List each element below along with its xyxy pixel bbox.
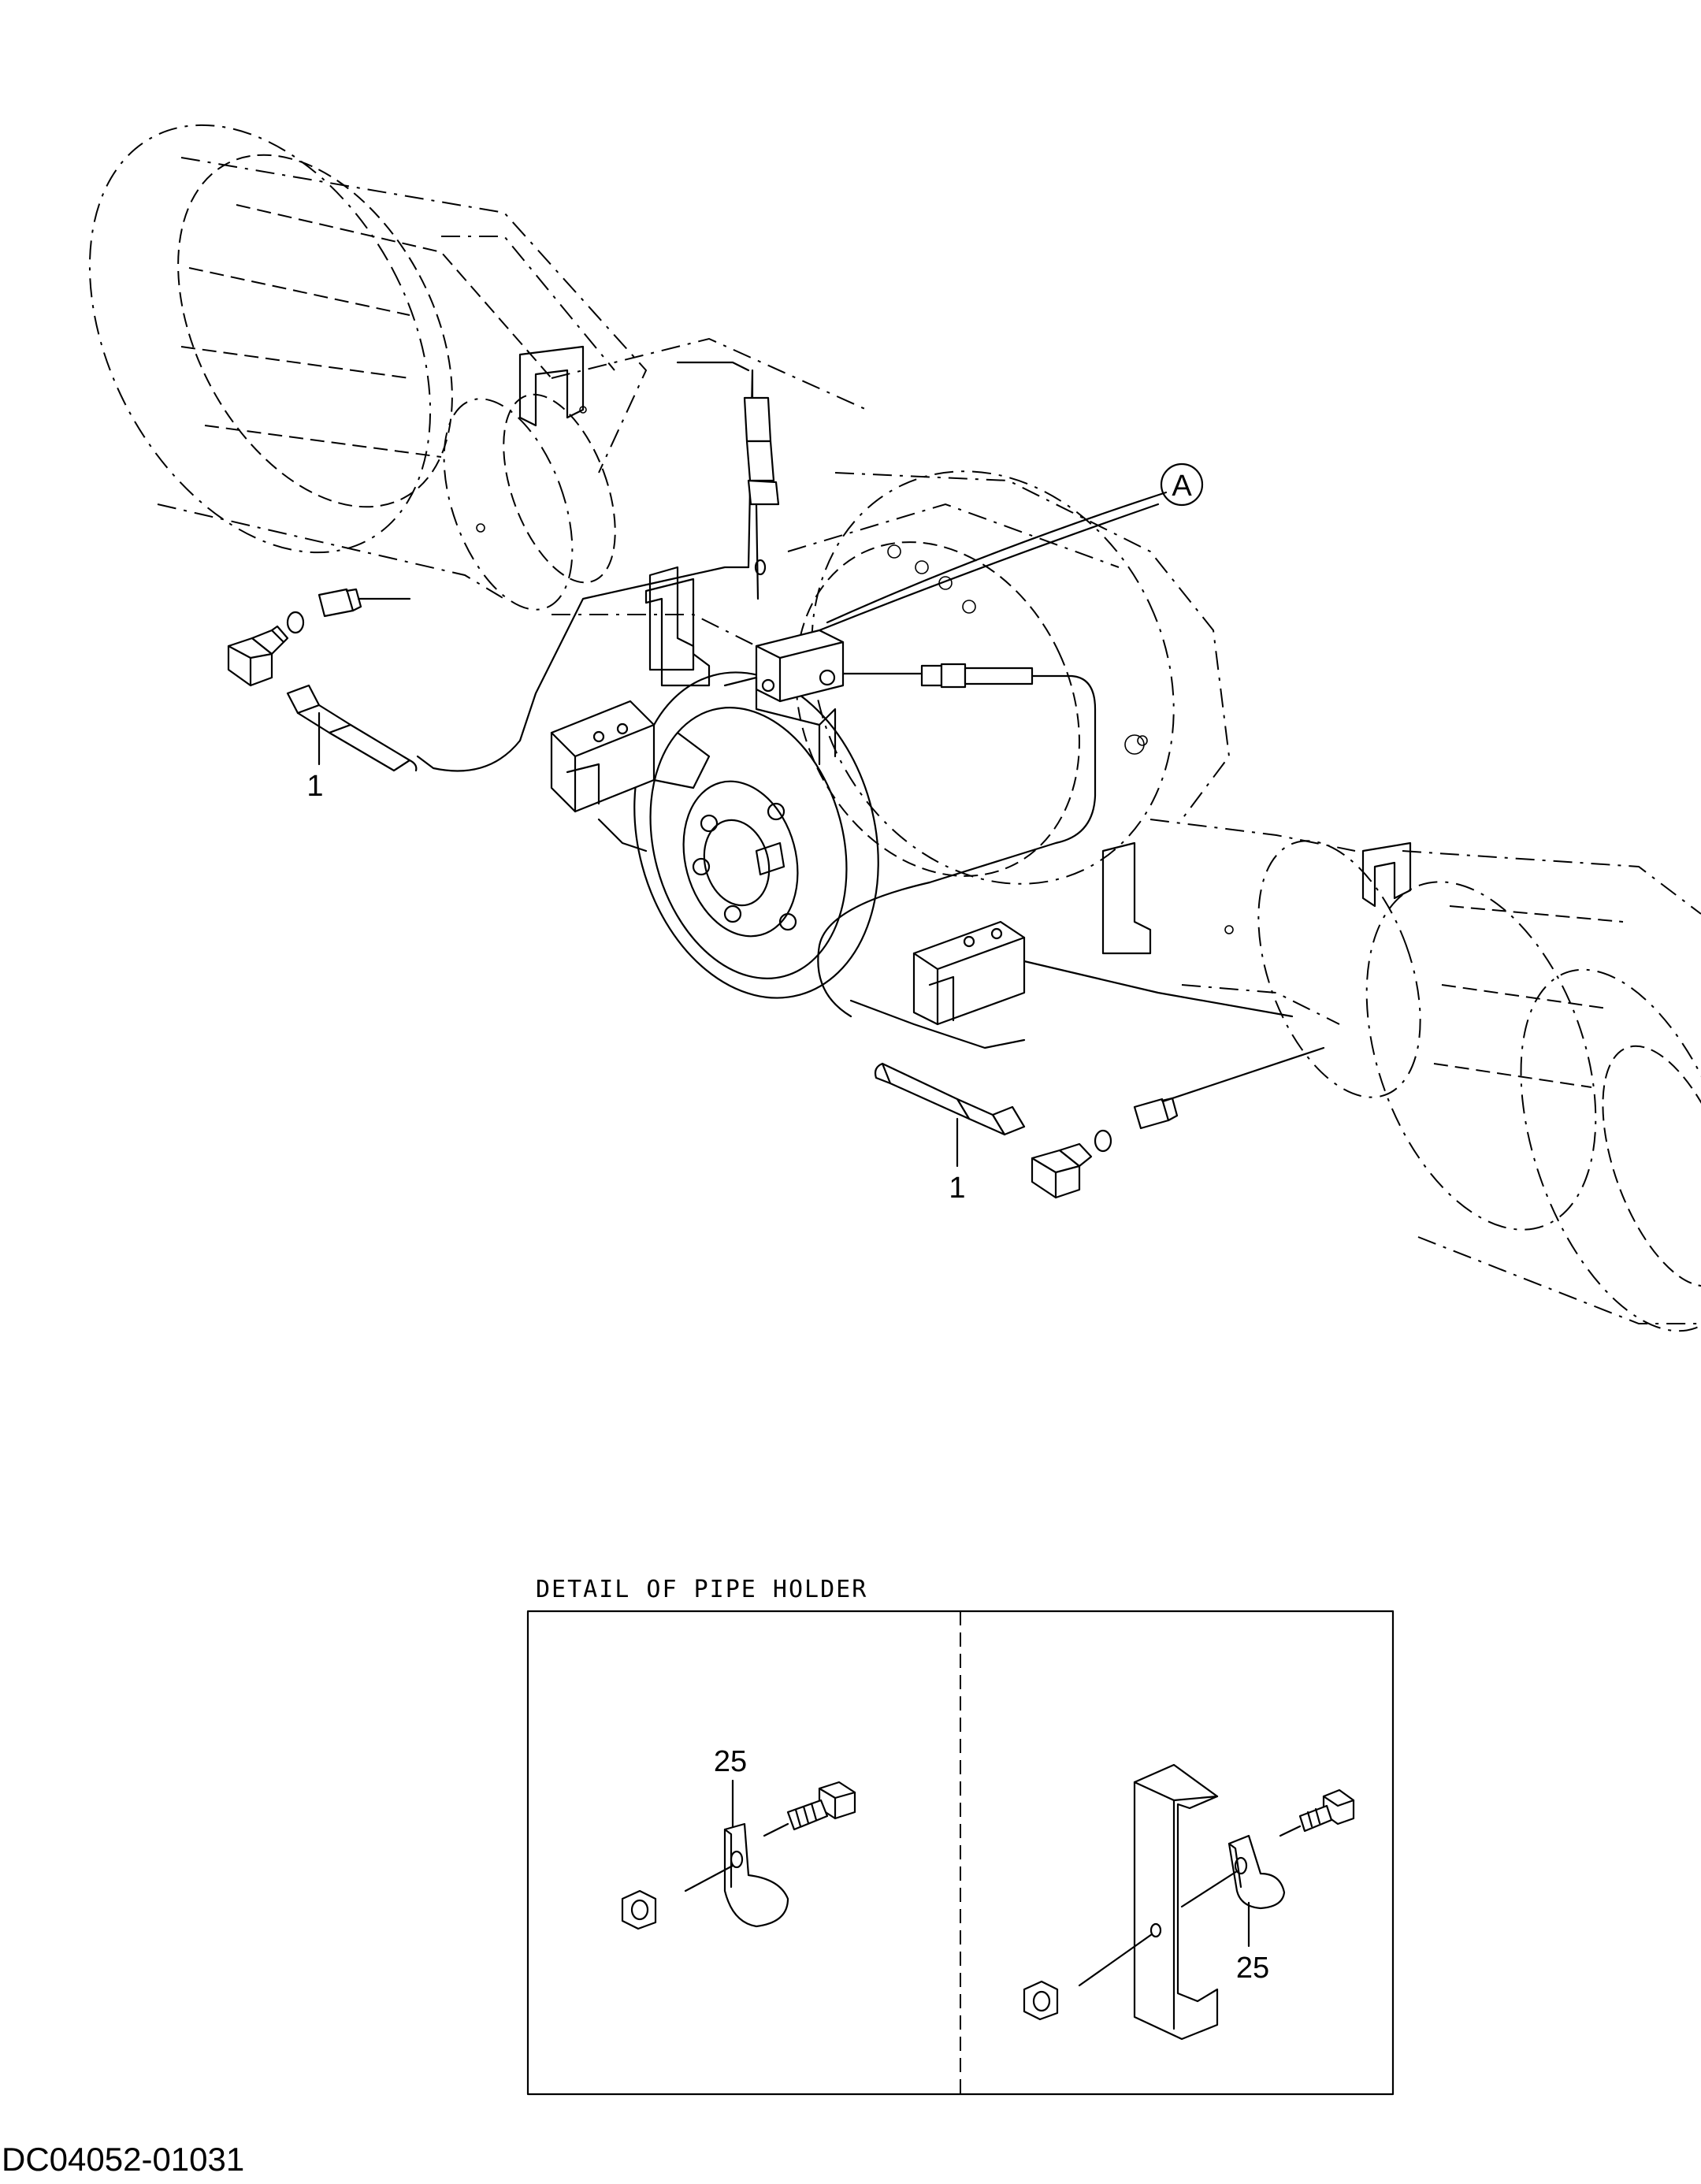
right-bracket [1133, 1763, 1219, 2041]
pipe-top [416, 566, 750, 772]
left-o-ring [286, 611, 305, 634]
left-nut [621, 1889, 657, 1930]
left-fitting-set: 1 [227, 588, 418, 803]
detail-left-label: 25 [714, 1745, 747, 1778]
callout-a-leader [826, 491, 1168, 624]
callout-a-circle [1160, 462, 1204, 507]
pipe-lower [817, 881, 931, 1018]
hose-top [743, 396, 780, 600]
left-clamp [723, 1822, 789, 1928]
detail-right-assembly: 25 [1023, 1763, 1355, 2041]
right-mount-pad [849, 920, 1026, 1049]
differential-housing [787, 470, 1231, 885]
part-1-left: 1 [306, 770, 323, 803]
right-fitting-set: 1 [874, 1046, 1325, 1205]
detail-right-label: 25 [1236, 1952, 1269, 1985]
right-wheel-hub [1361, 841, 1701, 1332]
right-o-ring [1094, 1129, 1112, 1153]
drawing-code: DC04052-01031 [2, 2141, 244, 2178]
pipe-top-bend [676, 361, 750, 372]
right-axle-tube [1101, 819, 1421, 1098]
callout-a-text: A [1172, 470, 1192, 503]
left-adapter [318, 588, 355, 618]
valve-block [723, 629, 845, 766]
left-axle-tube [443, 337, 867, 671]
right-clamp [1227, 1834, 1286, 1910]
detail-left-assembly: 25 [621, 1745, 856, 1930]
right-nut [1023, 1980, 1059, 2021]
left-bolt-shank [786, 1799, 829, 1831]
left-wheel-hub [88, 124, 648, 600]
axle-assembly: A [88, 124, 1701, 1332]
hose-right [841, 663, 1097, 884]
part-1-right: 1 [949, 1172, 965, 1205]
right-bolt-shank [1298, 1804, 1333, 1833]
right-adapter [1133, 1098, 1170, 1130]
bracket-upper [644, 578, 711, 687]
detail-title: DETAIL OF PIPE HOLDER [536, 1576, 867, 1603]
left-mount-pad [550, 700, 711, 852]
input-flange [633, 671, 879, 999]
pipe-holder-detail: DETAIL OF PIPE HOLDER 25 [526, 1576, 1395, 2096]
